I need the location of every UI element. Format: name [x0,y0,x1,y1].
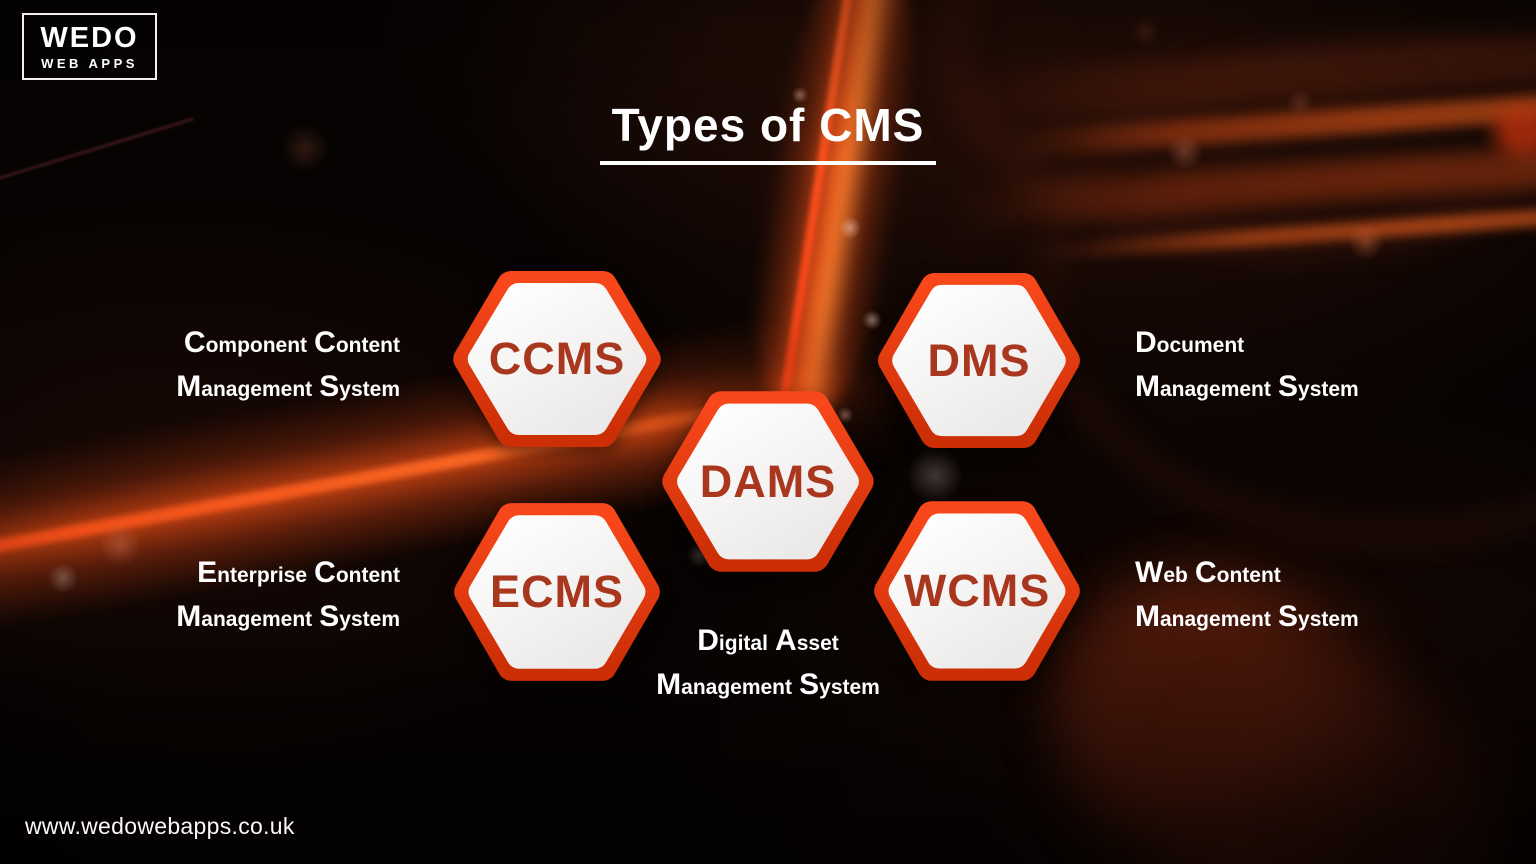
ecms-acronym: ECMS [489,566,624,617]
hexagon-ecms: ECMS [448,491,666,693]
dms-acronym: DMS [927,334,1031,386]
title-container: Types of CMS [0,98,1536,165]
hexagon-shape [878,272,1080,449]
hexagon-shape [662,391,874,572]
background-streak [1040,207,1536,262]
background-light-stream-core [775,0,858,428]
wcms-acronym: WCMS [903,565,1051,616]
ccms-acronym: CCMS [488,333,626,384]
hexagon-ccms: CCMS [447,259,667,459]
hexagon-shape [874,501,1080,681]
dams-acronym: DAMS [699,455,837,507]
hexagon-dms: DMS [872,261,1086,460]
logo-text-wedo: WEDO [40,21,139,54]
hexagon-shape [453,271,661,447]
page-title: Types of CMS [599,98,937,165]
background-bokeh-blob [1180,680,1490,864]
wedo-web-apps-logo: WEDO WEB APPS [22,13,157,80]
hexagon-wcms: WCMS [868,489,1086,693]
hexagon-dams: DAMS [656,379,880,584]
hexagon-shape [454,503,660,681]
website-url: www.wedowebapps.co.uk [25,813,295,839]
label-line: Document [1135,326,1245,359]
logo-text-web-apps: WEB APPS [41,55,138,71]
